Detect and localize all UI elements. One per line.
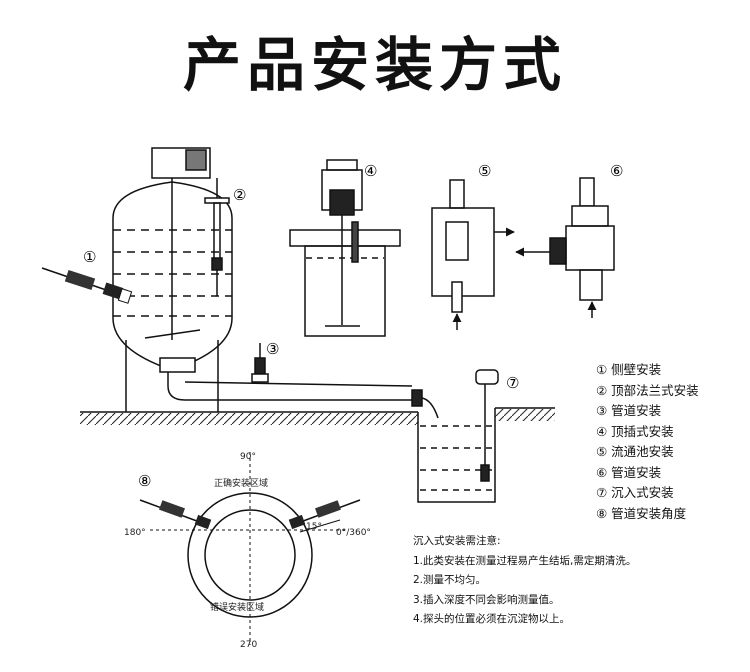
probe-pipe [251,343,269,383]
notes-heading: 沉入式安装需注意: [413,535,501,547]
legend-item: ③ 管道安装 [596,403,662,418]
marker-7: ⑦ [506,374,519,392]
angle-90-label: 90° [240,452,256,462]
angle-270-label: 270 [240,640,258,650]
flow-cell [431,179,515,330]
legend-item: ① 侧壁安装 [596,362,662,377]
legend-item: ⑤ 流通池安装 [596,444,674,459]
legend-item: ⑧ 管道安装角度 [596,505,687,521]
pipe-horizontal [159,357,439,419]
probe-side-wall [41,267,133,304]
markers: ① ② ③ ④ ⑤ ⑥ ⑦ ⑧ [83,162,623,490]
vessel-top-insert [289,159,401,337]
angle-180-label: 180° [124,528,146,538]
tank [112,147,233,412]
marker-8: ⑧ [138,472,151,490]
pipe-tee [515,177,615,318]
note-item: 3.插入深度不同会影响测量值。 [413,593,560,606]
marker-1: ① [83,248,96,266]
marker-4: ④ [364,162,377,180]
angle-0-360-label: 0°/360° [336,528,371,538]
angle-diagram [139,452,361,645]
ground [80,407,555,425]
page-title: 产品安装方式 [182,31,567,99]
marker-2: ② [233,186,246,204]
note-item: 2.测量不均匀。 [413,574,487,586]
probe-top-flange [204,178,230,296]
marker-5: ⑤ [478,162,491,180]
note-item: 1.此类安装在测量过程易产生结垢,需定期清洗。 [413,554,637,567]
legend-item: ④ 顶插式安装 [596,423,674,439]
legend-item: ② 顶部法兰式安装 [596,382,699,398]
legend: ① 侧壁安装 ② 顶部法兰式安装 ③ 管道安装 ④ 顶插式安装 ⑤ 流通池安装 … [596,360,746,524]
legend-item: ⑥ 管道安装 [596,464,662,480]
note-item: 4.探头的位置必须在沉淀物以上。 [413,613,571,625]
wrong-zone-label: 错误安装区域 [210,603,265,613]
angle-15-label: 15° [306,522,322,532]
basin-submersion [417,369,499,503]
correct-zone-label: 正确安装区域 [214,479,269,489]
marker-3: ③ [266,340,279,358]
installation-notes: 沉入式安装需注意: 1.此类安装在测量过程易产生结垢,需定期清洗。 2.测量不均… [413,532,748,630]
legend-item: ⑦ 沉入式安装 [596,485,674,500]
marker-6: ⑥ [610,162,623,180]
